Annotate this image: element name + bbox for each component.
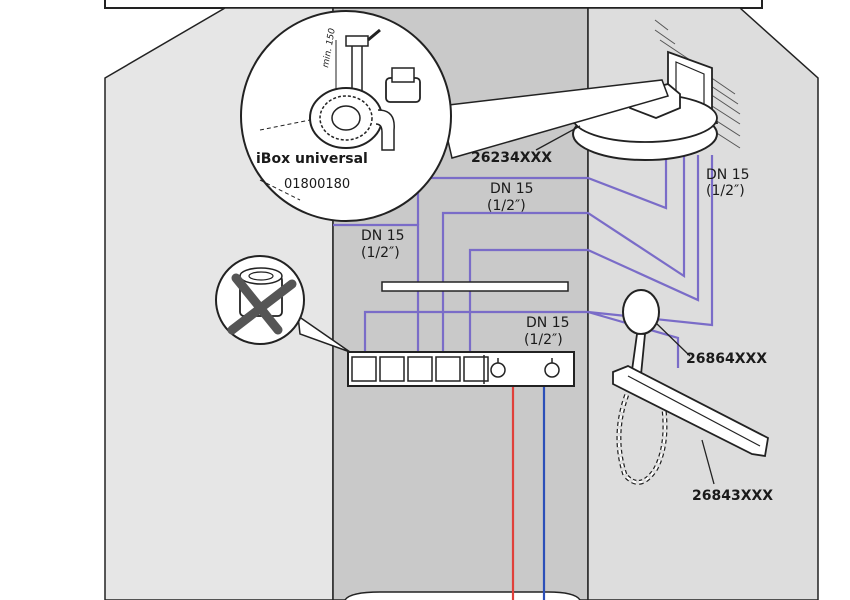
ibox-title: iBox universal [256,151,368,167]
dn-top-right-inch: (1/2″) [706,183,745,199]
top-frame [104,0,763,9]
floor-curb [344,591,581,600]
ibox-code: 01800180 [284,177,350,192]
dn-top-center-size: DN 15 [490,181,534,197]
leader-lines [535,125,715,485]
dn-left-inch: (1/2″) [361,245,400,261]
dn-top-center-inch: (1/2″) [487,198,526,214]
hand-shower-code: 26864XXX [686,351,767,367]
no-plug-crossed-icon [215,255,351,353]
rail-code: 26843XXX [692,488,773,504]
dn-bottom-inch: (1/2″) [524,332,563,348]
dn-left-size: DN 15 [361,228,405,244]
ibox-detail-icon [240,10,452,222]
shelf-bar [381,281,569,292]
dn-bottom-size: DN 15 [526,315,570,331]
rail-bar [612,365,769,458]
thermostat-panel-icon [347,351,575,387]
dn-top-right-size: DN 15 [706,167,750,183]
overhead-shower-code: 26234XXX [471,150,552,166]
